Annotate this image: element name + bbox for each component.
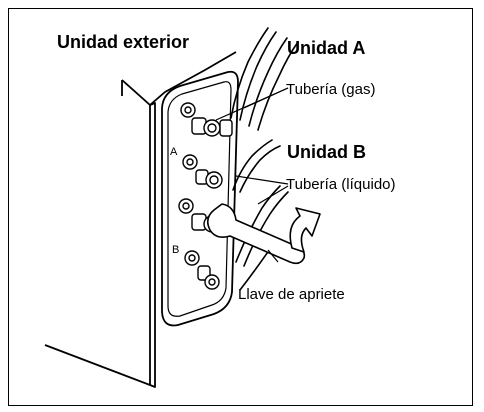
wrench [206, 203, 306, 265]
service-panel [161, 70, 239, 327]
wrench-label: Llave de apriete [238, 286, 345, 303]
diagram-frame [8, 8, 473, 406]
rotation-arrow [289, 207, 321, 253]
marker-b: B [172, 244, 180, 256]
fitting-4 [184, 250, 220, 290]
pipe-liquid-label: Tubería (líquido) [286, 176, 396, 193]
unit-a-label: Unidad A [287, 38, 366, 58]
fitting-2 [182, 154, 223, 189]
unit-b-label: Unidad B [287, 142, 366, 162]
leader-lines [215, 87, 289, 263]
pipe-gas-label: Tubería (gas) [286, 81, 376, 98]
marker-a: A [170, 146, 178, 158]
outdoor-unit-body [44, 51, 237, 388]
pipes [230, 27, 299, 291]
outdoor-unit-label: Unidad exterior [57, 32, 190, 52]
fittings [178, 102, 233, 290]
fitting-1 [180, 102, 233, 137]
